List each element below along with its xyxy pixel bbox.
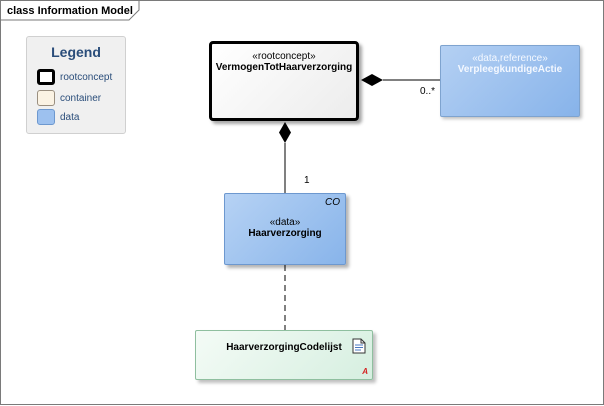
class-name: HaarverzorgingCodelijst [226,342,342,353]
legend-title: Legend [51,44,101,60]
composition-diamond-data [279,122,291,143]
co-tag: CO [325,197,340,208]
class-name: Haarverzorging [248,228,322,239]
class-node-reference[interactable]: «data,reference» VerpleegkundigeActie [440,45,580,117]
class-node-data[interactable]: CO «data» Haarverzorging [224,193,346,265]
legend: Legend rootconcept container data [26,36,126,134]
legend-label: rootconcept [60,71,113,83]
class-name: VerpleegkundigeActie [457,64,563,75]
legend-item-rootconcept: rootconcept [37,69,112,85]
legend-label: container [60,92,102,104]
legend-label: data [60,111,80,123]
composition-diamond-reference [361,74,383,86]
stereotype-label: «rootconcept» [252,51,316,62]
stereotype-label: «data» [269,217,301,228]
list-document-icon [352,338,366,354]
container-swatch [37,90,55,106]
rootconcept-swatch [37,69,55,85]
data-swatch [37,109,55,125]
frame-title: class Information Model [7,5,133,17]
stereotype-label: «data,reference» [472,53,548,64]
multiplicity-reference: 0..* [420,86,436,97]
class-node-codelist[interactable]: HaarverzorgingCodelijst A [195,330,373,380]
legend-item-data: data [37,109,79,125]
class-node-root[interactable]: «rootconcept» VermogenTotHaarverzorging [209,41,359,121]
legend-item-container: container [37,90,101,106]
class-name: VermogenTotHaarverzorging [215,62,353,73]
abstract-mark: A [362,367,368,376]
multiplicity-data: 1 [304,175,310,186]
